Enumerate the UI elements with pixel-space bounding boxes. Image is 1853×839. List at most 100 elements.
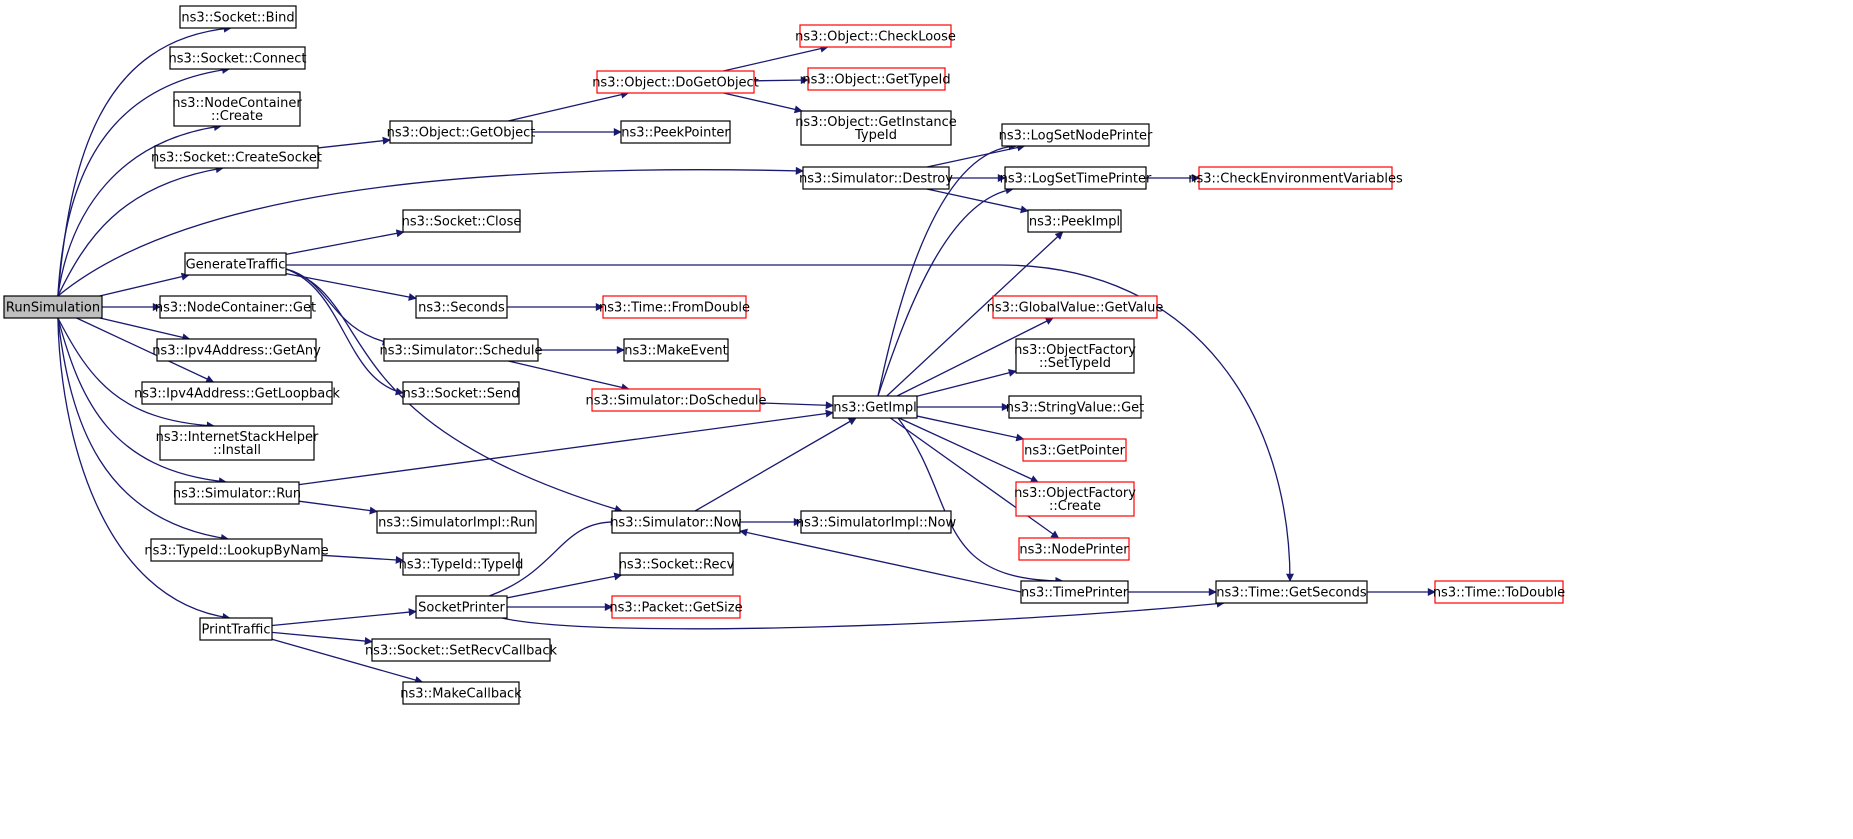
node-check-loose[interactable]: ns3::Object::CheckLoose: [795, 24, 956, 48]
node-box: [376, 510, 537, 534]
node-get-type-id[interactable]: ns3::Object::GetTypeId: [802, 67, 951, 91]
edge-path: [298, 409, 834, 486]
node-socket-send[interactable]: ns3::Socket::Send: [402, 381, 520, 405]
node-ofcreate[interactable]: ns3::ObjectFactory::Create: [1014, 481, 1136, 517]
node-lookup-by-name[interactable]: ns3::TypeId::LookupByName: [144, 538, 329, 562]
node-socket-close[interactable]: ns3::Socket::Close: [402, 209, 522, 233]
node-box: [154, 145, 319, 169]
edges-layer: [57, 24, 1436, 684]
node-ofset-type-id[interactable]: ns3::ObjectFactory::SetTypeId: [1014, 338, 1136, 374]
edge-path: [753, 76, 809, 85]
node-socket-printer[interactable]: SocketPrinter: [415, 595, 508, 619]
node-generate-traffic[interactable]: GenerateTraffic: [184, 252, 287, 276]
node-box: [832, 395, 918, 419]
node-seconds[interactable]: ns3::Seconds: [415, 295, 508, 319]
node-from-double[interactable]: ns3::Time::FromDouble: [599, 295, 750, 319]
node-label: ns3::Time::ToDouble: [1433, 586, 1565, 601]
node-make-event[interactable]: ns3::MakeEvent: [623, 338, 729, 362]
node-box: [169, 46, 306, 70]
node-label: ns3::Object::DoGetObject: [592, 76, 759, 91]
edge-generate-traffic-to-socket-close: [285, 229, 405, 256]
node-label: SocketPrinter: [418, 601, 505, 616]
node-ishinstall[interactable]: ns3::InternetStackHelper::Install: [156, 425, 319, 461]
node-box: [184, 252, 287, 276]
edge-do-get-object-to-check-loose: [723, 44, 829, 72]
node-box: [800, 510, 952, 534]
edge-get-impl-to-time-printer: [897, 417, 1064, 585]
node-connect[interactable]: ns3::Socket::Connect: [168, 46, 307, 70]
node-label: ns3::NodeContainer: [172, 96, 302, 111]
node-gvget-value[interactable]: ns3::GlobalValue::GetValue: [987, 295, 1164, 319]
node-label: ns3::CheckEnvironmentVariables: [1188, 172, 1403, 187]
edge-path: [508, 90, 630, 122]
node-time-printer[interactable]: ns3::TimePrinter: [1020, 580, 1129, 604]
node-time-get-seconds[interactable]: ns3::Time::GetSeconds: [1215, 580, 1368, 604]
edge-do-schedule-to-get-impl: [759, 401, 834, 410]
node-type-id-type-id[interactable]: ns3::TypeId::TypeId: [399, 552, 524, 576]
edge-path: [271, 631, 373, 646]
node-label: ns3::Object::GetTypeId: [802, 73, 950, 88]
node-box: [1001, 123, 1150, 147]
node-get-loopback[interactable]: ns3::Ipv4Address::GetLoopback: [134, 381, 340, 405]
node-do-get-object[interactable]: ns3::Object::DoGetObject: [592, 70, 759, 94]
node-get-object[interactable]: ns3::Object::GetObject: [387, 120, 536, 144]
node-get-impl[interactable]: ns3::GetImpl: [832, 395, 918, 419]
node-peek-impl[interactable]: ns3::PeekImpl: [1027, 209, 1122, 233]
node-create-socket[interactable]: ns3::Socket::CreateSocket: [151, 145, 322, 169]
node-bind[interactable]: ns3::Socket::Bind: [179, 5, 297, 29]
node-box: [383, 338, 539, 362]
node-sim-impl-now[interactable]: ns3::SimulatorImpl::Now: [796, 510, 957, 534]
node-sim-now[interactable]: ns3::Simulator::Now: [610, 510, 742, 534]
edge-run-simulation-to-get-loopback: [76, 317, 215, 383]
node-label: ns3::TypeId::TypeId: [399, 558, 524, 573]
node-to-double[interactable]: ns3::Time::ToDouble: [1433, 580, 1565, 604]
node-label: ns3::Socket::Send: [402, 387, 519, 402]
edge-path: [723, 44, 829, 72]
node-label: ns3::InternetStackHelper: [156, 430, 319, 445]
edge-run-simulation-to-sim-destroy: [57, 166, 804, 297]
node-log-set-node-printer[interactable]: ns3::LogSetNodePrinter: [999, 123, 1153, 147]
node-sim-impl-run[interactable]: ns3::SimulatorImpl::Run: [376, 510, 537, 534]
node-check-env[interactable]: ns3::CheckEnvironmentVariables: [1188, 166, 1403, 190]
node-socket-recv[interactable]: ns3::Socket::Recv: [619, 552, 735, 576]
node-svget[interactable]: ns3::StringValue::Get: [1006, 395, 1144, 419]
edge-path: [897, 417, 1064, 585]
edge-path: [286, 264, 1294, 582]
node-nccreate[interactable]: ns3::NodeContainer::Create: [172, 91, 302, 127]
node-label: ::Install: [213, 443, 261, 458]
node-make-callback[interactable]: ns3::MakeCallback: [400, 681, 522, 705]
node-get-pointer[interactable]: ns3::GetPointer: [1022, 438, 1127, 462]
node-set-recv-callback[interactable]: ns3::Socket::SetRecvCallback: [365, 638, 558, 662]
node-sim-run[interactable]: ns3::Simulator::Run: [173, 481, 301, 505]
node-label: ns3::Simulator::Schedule: [379, 344, 542, 359]
edge-path: [321, 554, 404, 564]
node-label: ns3::Packet::GetSize: [609, 601, 742, 616]
node-do-schedule[interactable]: ns3::Simulator::DoSchedule: [585, 388, 767, 412]
node-box: [1015, 338, 1135, 374]
node-box: [389, 120, 533, 144]
node-ncget[interactable]: ns3::NodeContainer::Get: [155, 295, 316, 319]
node-peek-pointer[interactable]: ns3::PeekPointer: [620, 120, 731, 144]
edge-sim-run-to-get-impl: [298, 409, 834, 486]
node-packet-get-size[interactable]: ns3::Packet::GetSize: [609, 595, 743, 619]
node-label: ns3::NodePrinter: [1019, 543, 1129, 558]
edge-lookup-by-name-to-type-id-type-id: [321, 554, 404, 564]
edge-get-impl-to-ofcreate: [898, 417, 1039, 483]
node-box: [402, 681, 520, 705]
node-sim-destroy[interactable]: ns3::Simulator::Destroy: [799, 166, 953, 190]
node-box: [141, 381, 333, 405]
node-label: RunSimulation: [6, 301, 100, 316]
node-get-any[interactable]: ns3::Ipv4Address::GetAny: [152, 338, 321, 362]
edge-run-simulation-to-ishinstall: [57, 317, 215, 430]
edge-path: [285, 272, 417, 301]
node-label: ns3::Socket::CreateSocket: [151, 151, 322, 166]
edge-path: [739, 528, 1022, 593]
node-label: ns3::StringValue::Get: [1006, 401, 1144, 416]
node-print-traffic[interactable]: PrintTraffic: [199, 617, 273, 641]
node-sim-schedule[interactable]: ns3::Simulator::Schedule: [379, 338, 543, 362]
node-log-set-time-printer[interactable]: ns3::LogSetTimePrinter: [1000, 166, 1152, 190]
edge-path: [877, 142, 1017, 397]
node-run-simulation[interactable]: RunSimulation: [3, 295, 103, 319]
node-node-printer[interactable]: ns3::NodePrinter: [1018, 537, 1130, 561]
